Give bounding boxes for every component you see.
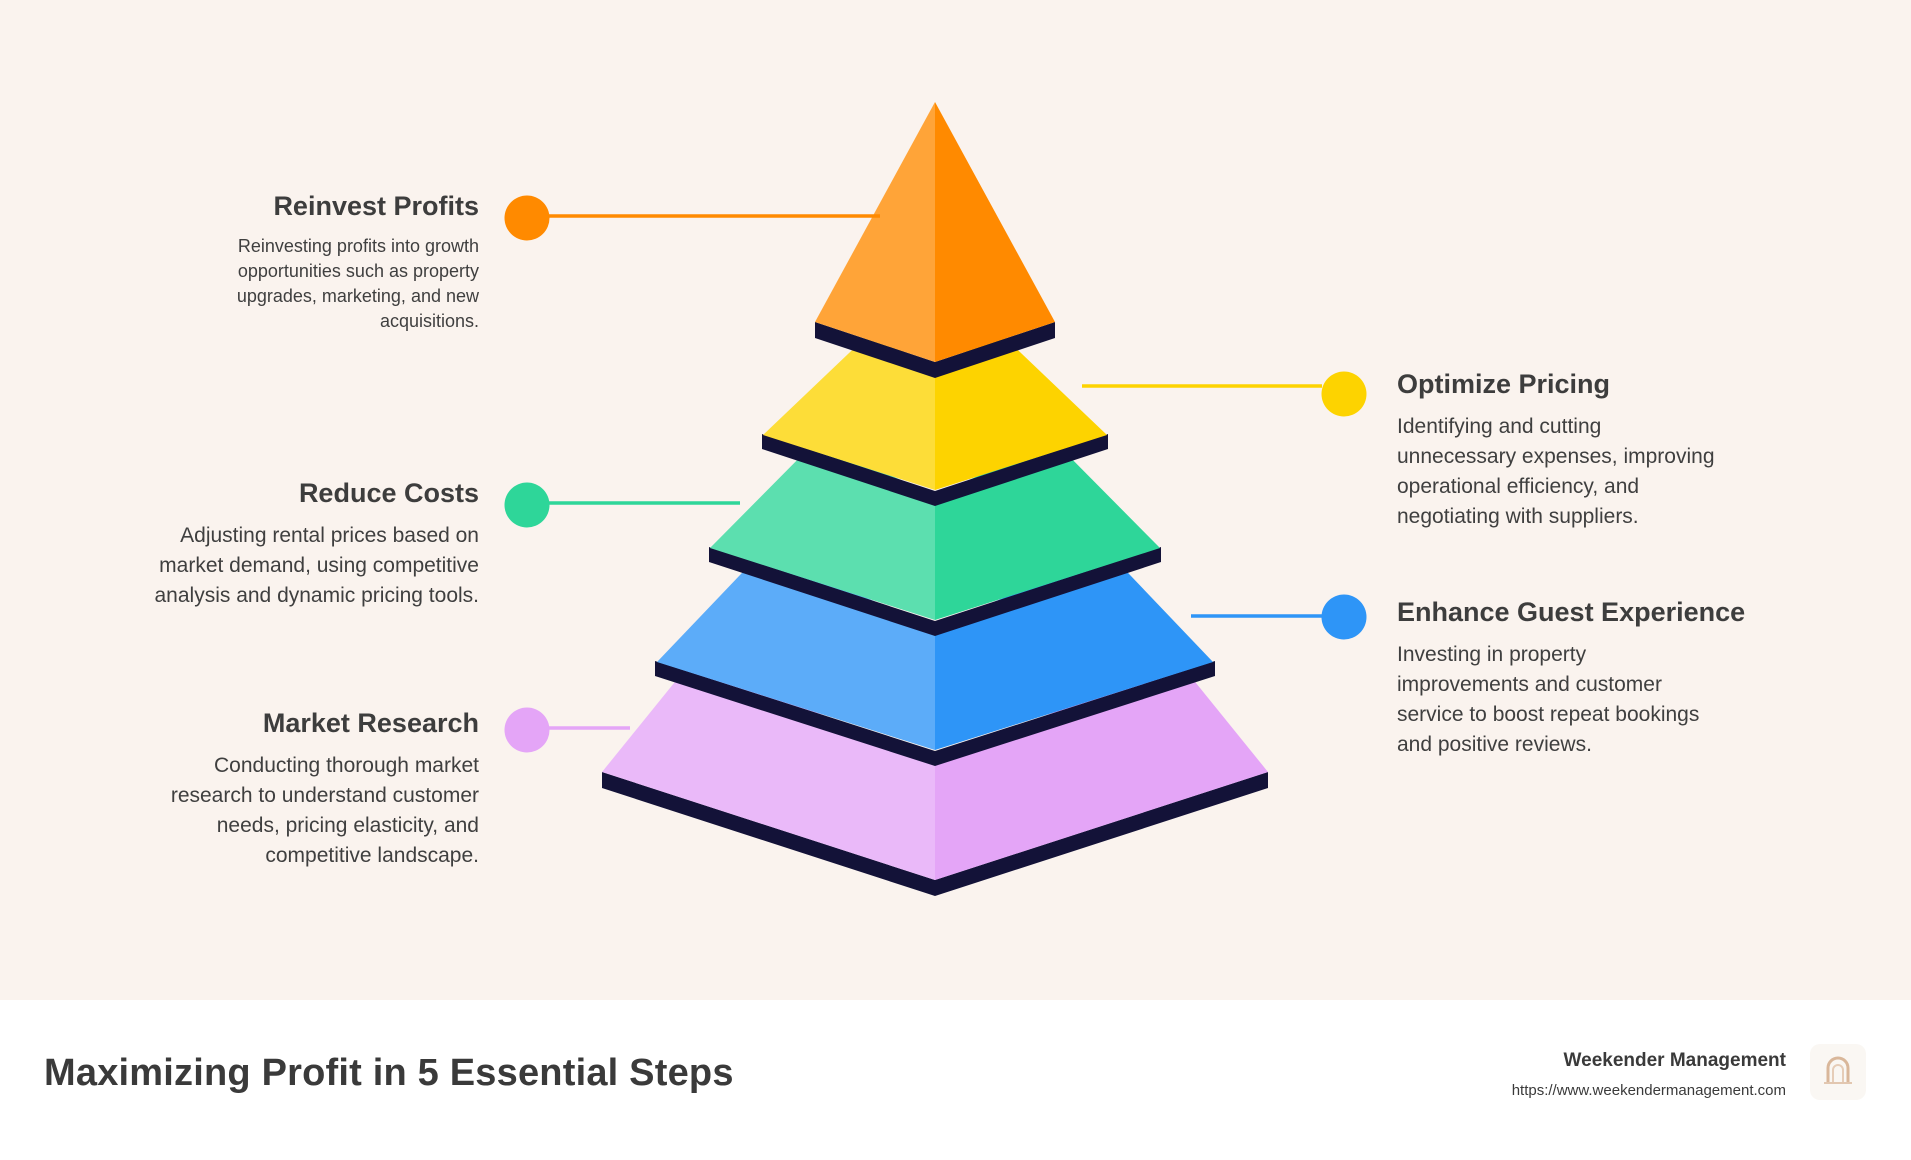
- step-title: Market Research: [262, 708, 479, 738]
- layer-right-face: [935, 334, 1107, 490]
- connector-reinvest-profits: [504, 195, 880, 241]
- step-optimize-pricing: Optimize Pricing Identifying and cutting…: [1397, 368, 1757, 532]
- step-title: Optimize Pricing: [1397, 369, 1611, 399]
- layer-separator: [815, 322, 1055, 378]
- step-market-research: Market Research Conducting thorough mark…: [119, 707, 479, 871]
- connector-dot: [504, 482, 550, 528]
- connector-dot: [1321, 594, 1367, 640]
- footer-bar: Maximizing Profit in 5 Essential Steps W…: [0, 1000, 1911, 1160]
- step-description: Adjusting rental prices based on market …: [154, 524, 480, 607]
- layer-left-face: [815, 102, 935, 362]
- step-description: Identifying and cutting unnecessary expe…: [1397, 415, 1715, 528]
- pyramid-layer-market-research: [602, 662, 1268, 896]
- connector-dot: [504, 707, 550, 753]
- brand-url-link[interactable]: https://www.weekendermanagement.com: [1511, 1082, 1786, 1099]
- layer-left-face: [602, 662, 935, 880]
- diagram-canvas: Reinvest Profits Reinvesting profits int…: [119, 102, 1757, 896]
- step-enhance-guest-experience: Enhance Guest Experience Investing in pr…: [1397, 596, 1757, 760]
- step-description: Investing in property improvements and c…: [1397, 643, 1700, 756]
- step-description: Conducting thorough market research to u…: [170, 754, 479, 867]
- infographic-title: Maximizing Profit in 5 Essential Steps: [44, 1052, 734, 1094]
- brand-logo: [1810, 1044, 1866, 1100]
- pyramid-layer-reinvest-profits: [815, 102, 1055, 378]
- connector-enhance-guest-experience: [1191, 594, 1367, 640]
- arch-logo-icon: [1824, 1056, 1852, 1084]
- step-title: Reduce Costs: [298, 478, 479, 508]
- layer-separator: [709, 547, 1161, 636]
- step-title: Reinvest Profits: [273, 191, 479, 221]
- connector-optimize-pricing: [1082, 371, 1367, 417]
- pyramid-diagram: [504, 102, 1367, 896]
- step-title: Enhance Guest Experience: [1397, 597, 1746, 627]
- layer-left-face: [763, 334, 935, 490]
- step-reduce-costs: Reduce Costs Adjusting rental prices bas…: [119, 477, 480, 611]
- pyramid-layer-optimize-pricing: [762, 334, 1108, 506]
- connector-dot: [1321, 371, 1367, 417]
- connector-reduce-costs: [504, 482, 740, 528]
- layer-separator: [762, 434, 1108, 506]
- step-description: Reinvesting profits into growth opportun…: [236, 236, 479, 331]
- brand-name: Weekender Management: [1563, 1050, 1786, 1071]
- connector-market-research: [504, 707, 630, 753]
- layer-right-face: [935, 662, 1268, 880]
- step-reinvest-profits: Reinvest Profits Reinvesting profits int…: [119, 190, 479, 334]
- connector-dot: [504, 195, 550, 241]
- layer-right-face: [935, 102, 1055, 362]
